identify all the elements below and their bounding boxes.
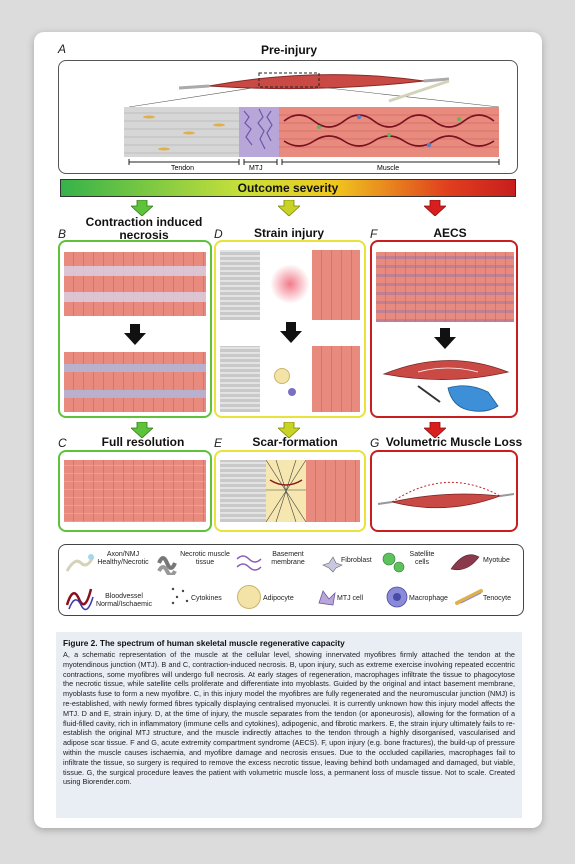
mtj-cell-icon [318, 590, 336, 606]
legend-macrophage: Macrophage [409, 595, 448, 602]
legend-cytokines: Cytokines [191, 595, 222, 602]
adipocyte-icon [237, 585, 261, 609]
legend-adipocyte: Adipocyte [263, 595, 294, 602]
legend-basement: Basement membrane [271, 551, 305, 566]
panel-e-title: Scar-formation [252, 435, 338, 449]
panel-a-box: Tendon MTJ Muscle [58, 60, 518, 174]
panel-e-muscle [306, 460, 360, 522]
legend-satellite: Satellite cells [409, 551, 435, 566]
panel-f-title: AECS [433, 226, 467, 240]
red-arrow-icon [424, 200, 446, 216]
volumetric-loss-illustration [377, 481, 515, 509]
yellow-arrow-icon [278, 200, 300, 216]
panel-b-regeneration-band [64, 364, 206, 372]
down-arrow-icon [434, 328, 456, 349]
muscle-label: Muscle [377, 165, 400, 172]
pre-injury-illustration [124, 72, 500, 165]
legend-necrotic: Necrotic muscle tissue [180, 551, 230, 566]
down-arrow-icon [280, 322, 302, 343]
legend-tenocyte: Tenocyte [483, 595, 512, 602]
panel-d-title: Strain injury [253, 226, 324, 240]
fibroblast-icon [322, 556, 343, 573]
macrophage-icon [288, 388, 296, 396]
necrotic-tissue-icon [157, 556, 177, 575]
green-arrow-icon [131, 200, 153, 216]
legend-blood: Bloodvessel Normal/Ischaemic [95, 593, 152, 608]
figure-card: A Pre-injury [34, 32, 542, 828]
panel-b-title: Contraction induced necrosis [85, 215, 203, 242]
panel-a-title: Pre-injury [260, 43, 317, 57]
red-arrow-icon [424, 422, 446, 438]
caption-body: A, a schematic representation of the mus… [63, 650, 515, 787]
panel-b-necrotic-band [64, 266, 206, 276]
axon-icon [65, 554, 95, 572]
down-arrow-icon [124, 324, 146, 345]
macrophage-icon [386, 586, 408, 608]
panel-f-muscle [376, 252, 514, 322]
panel-g-box [370, 450, 518, 532]
figure-caption: Figure 2. The spectrum of human skeletal… [56, 632, 522, 818]
cytokines-icon [171, 587, 189, 605]
panel-b-regeneration-band [64, 390, 206, 398]
basement-membrane-icon [236, 555, 262, 571]
panel-f-letter: F [370, 227, 378, 241]
bloodvessel-icon [65, 588, 94, 611]
surgery-illustration [382, 360, 510, 412]
adipocyte-icon [274, 368, 290, 384]
myotube-icon [450, 554, 480, 571]
panel-c-muscle [64, 460, 206, 522]
panel-d-muscle-bottom [312, 346, 360, 412]
panel-a-letter: A [58, 42, 67, 56]
scar-mesh [266, 460, 306, 522]
panel-g-letter: G [370, 436, 380, 450]
panel-d-tendon-top [220, 250, 260, 320]
legend-fibroblast: Fibroblast [341, 557, 372, 564]
panel-e-box [214, 450, 366, 532]
panel-b-letter: B [58, 227, 67, 241]
panel-e-letter: E [214, 436, 223, 450]
panel-d-tendon-bottom [220, 346, 260, 412]
panel-d-muscle-top [312, 250, 360, 320]
panel-d-inflammation [270, 264, 310, 304]
panel-f-necrosis-overlay [376, 252, 514, 322]
legend-box: Axon/NMJ Healthy/Necrotic Necrotic muscl… [58, 544, 524, 616]
panel-c-fibre-rows [64, 460, 206, 522]
caption-title: Figure 2. The spectrum of human skeletal… [63, 638, 345, 648]
yellow-arrow-icon [278, 422, 300, 438]
panel-e-tendon [220, 460, 266, 522]
panel-b-box [58, 240, 212, 418]
mtj-label: MTJ [249, 165, 263, 172]
outcome-severity-label: Outcome severity [237, 181, 339, 195]
panel-c-letter: C [58, 436, 67, 450]
legend-mtj: MTJ cell [337, 595, 364, 602]
panel-c-box [58, 450, 212, 532]
tenocyte-icon [455, 589, 483, 605]
outcome-severity-bar: Outcome severity [60, 179, 516, 197]
panel-g-title: Volumetric Muscle Loss [385, 435, 523, 449]
panel-f-box [370, 240, 518, 418]
panel-d-box [214, 240, 366, 418]
panel-b-muscle-bottom [64, 352, 206, 412]
legend-axon: Axon/NMJ Healthy/Necrotic [97, 551, 149, 566]
tendon-label: Tendon [171, 165, 194, 172]
panel-c-title: Full resolution [101, 435, 185, 449]
panel-b-necrotic-band [64, 292, 206, 302]
panel-b-muscle-top [64, 252, 206, 316]
legend-myotube: Myotube [483, 557, 510, 564]
panel-d-letter: D [214, 227, 223, 241]
satellite-cell-icon [382, 552, 405, 573]
green-arrow-icon [131, 422, 153, 438]
